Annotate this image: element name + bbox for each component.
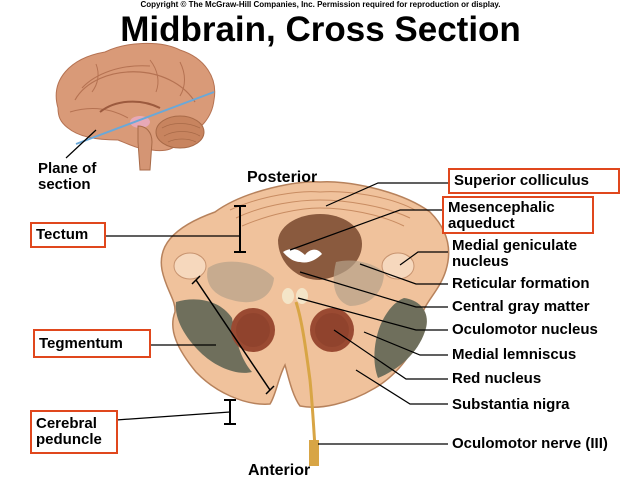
leader-lines [104, 182, 448, 445]
central-gray-matter-label: Central gray matter [452, 298, 590, 315]
posterior-label: Posterior [247, 169, 318, 186]
midbrain-section [160, 181, 450, 466]
substantia-nigra-label: Substantia nigra [452, 396, 570, 413]
medial-lemniscus-label: Medial lemniscus [452, 346, 577, 363]
mesencephalic-aqueduct-label-box: Mesencephalic aqueduct [442, 196, 594, 234]
anterior-label: Anterior [248, 462, 311, 479]
tectum-label: Tectum [36, 226, 89, 243]
copyright-notice: Copyright © The McGraw-Hill Companies, I… [140, 0, 501, 9]
mesencephalic-aqueduct-label-line1: Mesencephalic [448, 199, 555, 216]
cerebral-peduncle-label-line1: Cerebral [36, 415, 97, 432]
mesencephalic-aqueduct-label-line2: aqueduct [448, 215, 515, 232]
oculomotor-nucleus-label: Oculomotor nucleus [452, 321, 598, 338]
plane-of-section-label-line1: Plane of [38, 160, 97, 177]
superior-colliculus-label: Superior colliculus [454, 172, 590, 189]
reticular-formation-label: Reticular formation [452, 275, 590, 292]
plane-of-section-label-line2: section [38, 176, 91, 193]
page-title: Midbrain, Cross Section [120, 10, 521, 49]
tegmentum-label-box: Tegmentum [33, 329, 151, 358]
medial-geniculate-label-line2: nucleus [452, 253, 509, 270]
tectum-label-box: Tectum [30, 222, 106, 248]
brain-inset-illustration [55, 42, 216, 171]
red-nucleus-label: Red nucleus [452, 370, 542, 387]
cerebral-peduncle-label-box: Cerebral peduncle [30, 410, 118, 454]
tegmentum-label: Tegmentum [39, 335, 123, 352]
superior-colliculus-label-box: Superior colliculus [448, 168, 620, 194]
cerebral-peduncle-label-line2: peduncle [36, 431, 102, 448]
oculomotor-nerve-label: Oculomotor nerve (III) [452, 435, 608, 452]
medial-geniculate-label-line1: Medial geniculate [452, 237, 578, 254]
